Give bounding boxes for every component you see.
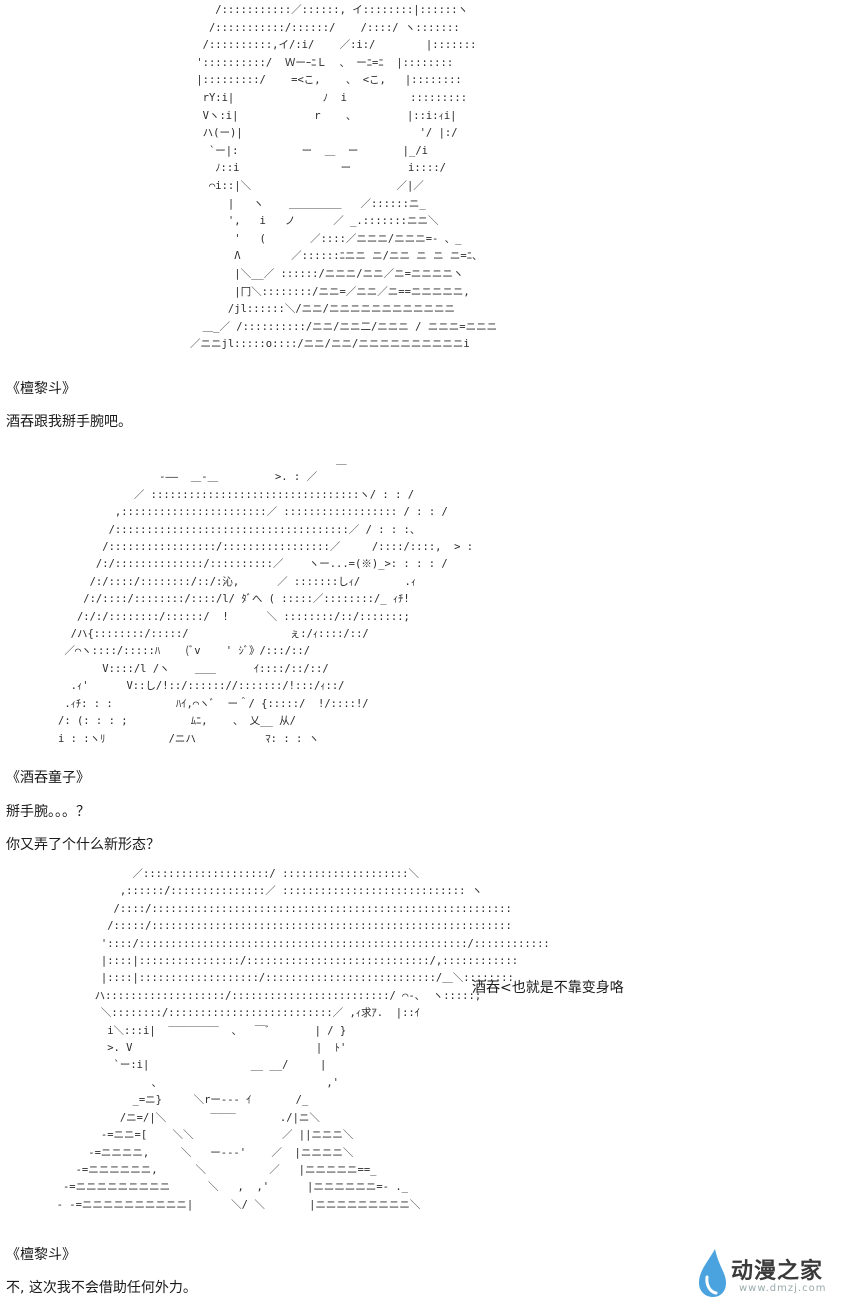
- speaker-label-3: 《檀黎斗》: [6, 1247, 76, 1263]
- ascii-art-dan-kuroto: /:::::::::::／::::::, イ::::::::|::::::ヽ /…: [190, 4, 498, 351]
- dialogue-line-3: 你又弄了个什么新形态？: [6, 837, 160, 853]
- site-logo: 动漫之家 www.dmzj.com: [693, 1247, 843, 1299]
- logo-title: 动漫之家: [731, 1259, 824, 1284]
- logo-url: www.dmzj.com: [739, 1283, 827, 1294]
- dialogue-line-2: 掰手腕。。。？: [6, 804, 90, 820]
- dialogue-line-4: 不, 这次我不会借助任何外力。: [6, 1280, 197, 1296]
- speaker-label-2: 《酒吞童子》: [6, 770, 90, 786]
- side-comment: 酒吞<也就是不靠变身咯: [472, 980, 624, 996]
- dialogue-line-1: 酒吞跟我掰手腕吧。: [6, 414, 132, 430]
- speaker-label-1: 《檀黎斗》: [6, 381, 76, 397]
- ascii-art-shuten-douji: ＿ -―― ＿-＿ >. : ／ ／ :::::::::::::::::::::…: [58, 454, 474, 745]
- ascii-art-dan-kuroto-2: ／::::::::::::::::::::/ :::::::::::::::::…: [56, 868, 550, 1211]
- logo-drop-icon: [699, 1249, 726, 1297]
